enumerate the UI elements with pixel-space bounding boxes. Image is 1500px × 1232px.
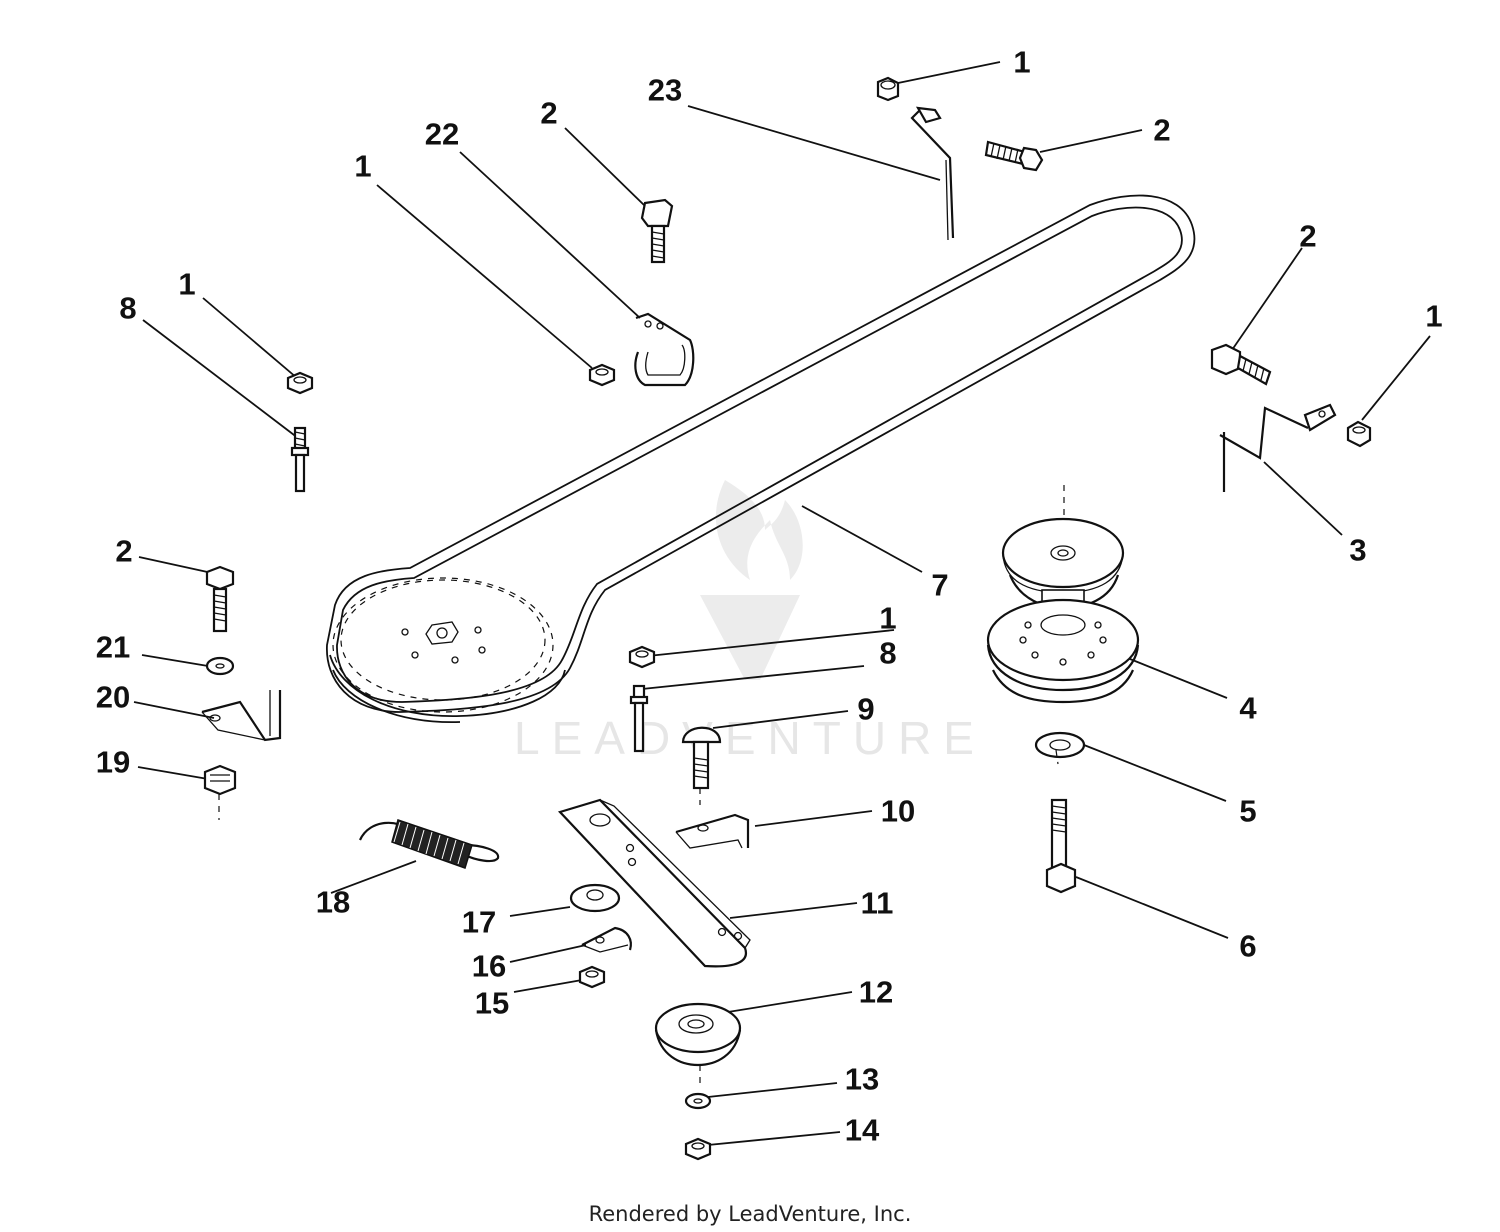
callout-17: 17 <box>461 904 497 940</box>
callout-15: 15 <box>474 985 510 1021</box>
bracket-20 <box>201 690 282 742</box>
render-credit: Rendered by LeadVenture, Inc. <box>588 1202 912 1226</box>
callout-22: 22 <box>424 116 460 152</box>
callout-19: 19 <box>95 744 131 780</box>
callout-13: 13 <box>844 1061 880 1097</box>
callout-16: 16 <box>471 948 507 984</box>
callout-2: 2 <box>540 95 558 131</box>
callout-6: 6 <box>1239 928 1257 964</box>
callout-14: 14 <box>844 1112 880 1148</box>
callout-1: 1 <box>354 148 372 184</box>
bolt-icon <box>1210 343 1272 386</box>
callout-1: 1 <box>1013 44 1031 80</box>
callout-8: 8 <box>879 635 897 671</box>
hex-nut-icon <box>578 965 606 989</box>
callout-2: 2 <box>1153 112 1171 148</box>
watermark-logo-icon <box>700 480 803 680</box>
bracket-22 <box>634 312 695 387</box>
callout-4: 4 <box>1239 690 1257 726</box>
callout-1: 1 <box>1425 298 1443 334</box>
callout-12: 12 <box>858 974 894 1010</box>
hex-nut-icon <box>876 76 900 102</box>
callout-20: 20 <box>95 679 131 715</box>
idler-pulley <box>654 1002 742 1085</box>
lock-washer <box>1034 731 1086 765</box>
hex-nut-icon <box>588 363 616 387</box>
stud-8 <box>629 684 649 753</box>
callout-3: 3 <box>1349 532 1367 568</box>
flat-washer <box>205 656 235 676</box>
hex-nut-icon <box>1346 420 1372 448</box>
callout-10: 10 <box>880 793 916 829</box>
lock-nut <box>203 764 237 820</box>
callout-7: 7 <box>931 567 949 603</box>
drive-belt <box>326 194 1196 713</box>
bracket-10 <box>675 813 750 849</box>
callout-2: 2 <box>115 533 133 569</box>
bolt-icon <box>640 198 674 264</box>
flat-washer <box>684 1092 712 1110</box>
bolt-icon <box>205 565 235 633</box>
leader-lines <box>133 61 1431 1146</box>
idler-arm <box>557 798 751 968</box>
callout-11: 11 <box>860 885 894 921</box>
stud-8 <box>290 426 310 493</box>
extension-spring <box>358 819 500 869</box>
callout-8: 8 <box>119 290 137 326</box>
carriage-bolt <box>681 726 722 805</box>
callout-18: 18 <box>315 884 351 920</box>
bolt-icon <box>1045 798 1077 894</box>
flat-washer <box>569 883 621 913</box>
callout-1: 1 <box>879 600 897 636</box>
engine-pulley <box>329 577 566 723</box>
clip-16 <box>581 926 632 953</box>
callout-1: 1 <box>178 266 196 302</box>
bolt-icon <box>984 140 1044 172</box>
hex-nut-icon <box>286 371 314 395</box>
double-pulley <box>986 485 1140 704</box>
callout-2: 2 <box>1299 218 1317 254</box>
rod-23 <box>910 106 955 241</box>
callout-21: 21 <box>95 629 131 665</box>
hex-nut-icon <box>684 1137 712 1161</box>
hex-nut-icon <box>628 645 656 669</box>
rod-3 <box>1219 403 1337 492</box>
watermark: LEADVENTURE <box>514 712 986 764</box>
callout-9: 9 <box>857 691 875 727</box>
callout-23: 23 <box>647 72 683 108</box>
callout-5: 5 <box>1239 793 1257 829</box>
